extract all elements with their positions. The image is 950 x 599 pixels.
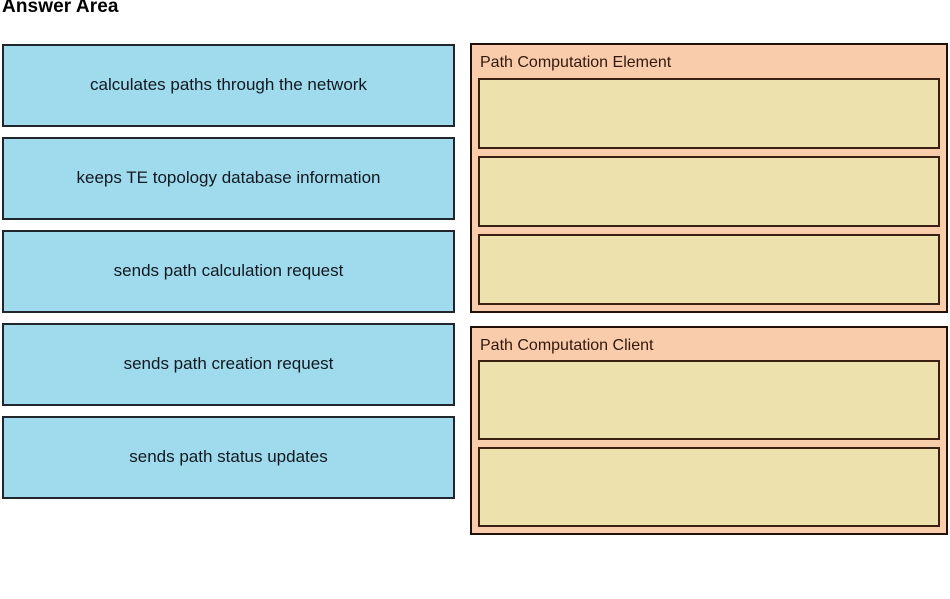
drop-slot[interactable] [478, 155, 940, 227]
source-item[interactable]: sends path creation request [2, 323, 455, 406]
source-item[interactable]: keeps TE topology database information [2, 137, 455, 220]
page-title: Answer Area [2, 0, 119, 17]
target-group-list: Path Computation Element Path Computatio… [470, 43, 948, 536]
target-group-title: Path Computation Client [480, 336, 654, 354]
source-item[interactable]: sends path status updates [2, 416, 455, 499]
source-item-list: calculates paths through the network kee… [2, 44, 455, 499]
drop-slot[interactable] [478, 233, 940, 305]
target-group-path-computation-client: Path Computation Client [470, 325, 948, 536]
source-item-label: calculates paths through the network [90, 75, 367, 95]
source-item-label: sends path calculation request [113, 261, 344, 281]
drop-slot[interactable] [478, 360, 940, 441]
source-item[interactable]: sends path calculation request [2, 230, 455, 313]
source-item-label: sends path creation request [123, 354, 334, 374]
target-group-title: Path Computation Element [480, 54, 672, 71]
source-item[interactable]: calculates paths through the network [2, 44, 455, 127]
source-item-label: keeps TE topology database information [76, 168, 381, 188]
drop-slot[interactable] [478, 77, 940, 149]
drop-slot[interactable] [478, 447, 940, 528]
source-item-label: sends path status updates [129, 447, 328, 467]
target-group-path-computation-element: Path Computation Element [470, 43, 948, 313]
